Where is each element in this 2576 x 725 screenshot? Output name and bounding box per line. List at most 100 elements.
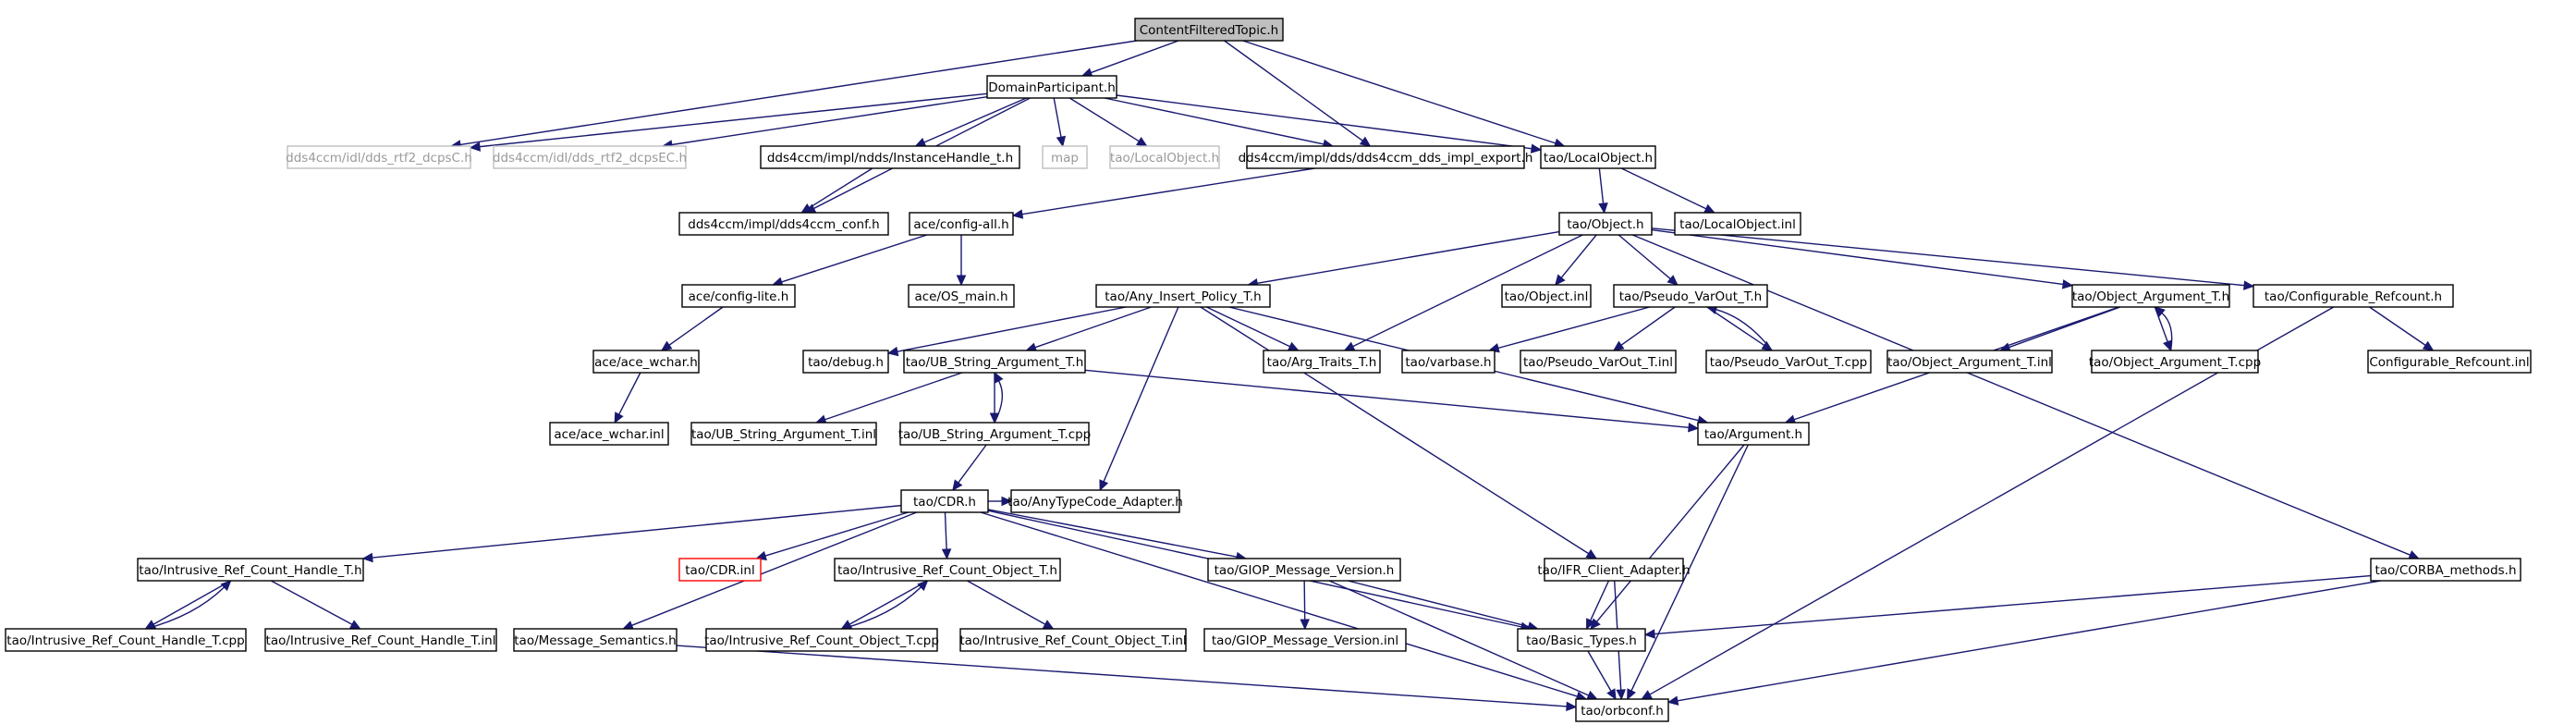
node-oa[interactable]: tao/Object_Argument_T.h — [2071, 284, 2230, 308]
edge-line — [1103, 306, 1179, 483]
node-box — [137, 558, 364, 582]
node-box — [1517, 628, 1646, 652]
node-pvo[interactable]: tao/Pseudo_VarOut_T.h — [1613, 284, 1768, 308]
node-gmv[interactable]: tao/GIOP_Message_Version.h — [1207, 558, 1401, 582]
node-oainl[interactable]: tao/Object_Argument_T.inl — [1886, 350, 2053, 374]
node-varbase[interactable]: tao/varbase.h — [1401, 350, 1496, 374]
node-cfgall[interactable]: ace/config-all.h — [909, 212, 1014, 236]
node-crinl[interactable]: Configurable_Refcount.inl — [2367, 350, 2532, 374]
edge-arrowhead — [1555, 274, 1566, 286]
node-cdr[interactable]: tao/CDR.h — [900, 489, 989, 513]
edge-dp-to-map — [1053, 97, 1067, 148]
node-oacpp[interactable]: tao/Object_Argument_T.cpp — [2089, 350, 2261, 374]
node-atr[interactable]: tao/Arg_Traits_T.h — [1263, 350, 1381, 374]
node-iroinl[interactable]: tao/Intrusive_Ref_Count_Object_T.inl — [959, 628, 1187, 652]
edge-line — [958, 444, 987, 484]
node-irocpp[interactable]: tao/Intrusive_Ref_Count_Object_T.cpp — [704, 628, 939, 652]
node-gmvinl[interactable]: tao/GIOP_Message_Version.inl — [1203, 628, 1407, 652]
node-atca[interactable]: tao/AnyTypeCode_Adapter.h — [1007, 489, 1183, 513]
node-wchar[interactable]: ace/ace_wchar.h — [592, 350, 700, 374]
node-label: tao/Object.inl — [1505, 289, 1589, 304]
node-wcharinl[interactable]: ace/ace_wchar.inl — [549, 422, 669, 446]
node-irco[interactable]: tao/Intrusive_Ref_Count_Object_T.h — [834, 558, 1061, 582]
node-irchinl[interactable]: tao/Intrusive_Ref_Count_Handle_T.inl — [264, 628, 497, 652]
node-label: tao/CDR.inl — [685, 563, 754, 578]
node-label: tao/Object.h — [1567, 217, 1643, 232]
edge-line — [1651, 227, 2245, 287]
node-root[interactable]: ContentFilteredTopic.h — [1134, 18, 1284, 42]
node-exp[interactable]: dds4ccm/impl/dds/dds4ccm_dds_impl_export… — [1239, 145, 1533, 169]
node-ifr[interactable]: tao/IFR_Client_Adapter.h — [1537, 558, 1691, 582]
edge-line — [1257, 230, 1560, 285]
node-box — [1575, 698, 1669, 722]
node-dp[interactable]: DomainParticipant.h — [986, 75, 1117, 99]
node-arg[interactable]: tao/Argument.h — [1697, 422, 1810, 446]
node-osmain[interactable]: ace/OS_main.h — [908, 284, 1015, 308]
node-cdrinl[interactable]: tao/CDR.inl — [678, 558, 762, 582]
nodes-layer: ContentFilteredTopic.hDomainParticipant.… — [5, 18, 2532, 722]
node-label: tao/LocalObject.h — [1544, 151, 1653, 166]
node-box — [513, 628, 678, 652]
edge-corba-to-bt — [1643, 574, 2372, 639]
edge-arrowhead — [1287, 341, 1300, 351]
node-box — [1263, 350, 1381, 374]
node-lo[interactable]: tao/LocalObject.h — [1540, 145, 1656, 169]
edges-layer — [144, 40, 2435, 712]
node-irchcpp[interactable]: tao/Intrusive_Ref_Count_Handle_T.cpp — [5, 628, 247, 652]
node-objinl[interactable]: tao/Object.inl — [1501, 284, 1592, 308]
edge-irco-to-iroinl — [967, 580, 1055, 630]
node-label: tao/IFR_Client_Adapter.h — [1537, 563, 1690, 578]
edge-aip-to-ifr — [1200, 306, 1598, 559]
node-box — [899, 422, 1090, 446]
edge-line — [1715, 308, 1773, 351]
edge-ifr-to-bt — [1586, 580, 1610, 631]
node-loinl[interactable]: tao/LocalObject.inl — [1674, 212, 1801, 236]
node-ubs[interactable]: tao/UB_String_Argument_T.h — [903, 350, 1086, 374]
edge-wchar-to-wcharinl — [614, 372, 641, 424]
edge-line — [459, 40, 1138, 146]
node-ms[interactable]: tao/Message_Semantics.h — [513, 628, 678, 652]
node-label: tao/Any_Insert_Policy_T.h — [1105, 289, 1261, 304]
node-label: ace/config-lite.h — [689, 289, 789, 304]
node-label: map — [1051, 151, 1079, 166]
edge-irocpp-to-irco — [841, 580, 929, 630]
node-ubsinl[interactable]: tao/UB_String_Argument_T.inl — [690, 422, 877, 446]
node-label: tao/Pseudo_VarOut_T.h — [1619, 289, 1762, 304]
node-conf[interactable]: dds4ccm/impl/dds4ccm_conf.h — [678, 212, 889, 236]
edge-line — [1034, 306, 1152, 349]
node-debug[interactable]: tao/debug.h — [802, 350, 889, 374]
node-box — [959, 628, 1187, 652]
edge-line — [1598, 167, 1605, 204]
node-irch[interactable]: tao/Intrusive_Ref_Count_Handle_T.h — [137, 558, 364, 582]
edge-line — [1328, 580, 1589, 696]
node-label: tao/CDR.h — [913, 495, 976, 510]
edge-gmv-to-gmvinl — [1300, 580, 1310, 631]
edge-arrowhead — [917, 580, 929, 592]
edge-arrowhead — [1598, 202, 1608, 215]
node-pvoinl[interactable]: tao/Pseudo_VarOut_T.inl — [1520, 350, 1677, 374]
node-ubscpp[interactable]: tao/UB_String_Argument_T.cpp — [898, 422, 1092, 446]
edge-line — [676, 645, 1568, 707]
edge-line — [764, 511, 909, 557]
edge-cdr-to-irco — [941, 511, 952, 560]
edge-aip-to-atr — [1206, 306, 1300, 351]
node-cfglite[interactable]: ace/config-lite.h — [681, 284, 796, 308]
edge-root-to-exp — [1224, 40, 1372, 147]
node-corba[interactable]: tao/CORBA_methods.h — [2370, 558, 2521, 582]
node-ih[interactable]: dds4ccm/impl/ndds/InstanceHandle_t.h — [760, 145, 1020, 169]
edge-line — [841, 586, 922, 630]
node-cr[interactable]: tao/Configurable_Refcount.h — [2252, 284, 2454, 308]
node-box — [1401, 350, 1496, 374]
edge-arrowhead — [1099, 479, 1109, 492]
node-box — [1705, 350, 1872, 374]
node-aip[interactable]: tao/Any_Insert_Policy_T.h — [1095, 284, 1271, 308]
node-box — [592, 350, 700, 374]
node-pvocpp[interactable]: tao/Pseudo_VarOut_T.cpp — [1705, 350, 1872, 374]
node-orbconf[interactable]: tao/orbconf.h — [1575, 698, 1669, 722]
node-label: tao/Object_Argument_T.cpp — [2089, 355, 2261, 370]
edge-arrowhead — [1359, 136, 1372, 147]
node-bt[interactable]: tao/Basic_Types.h — [1517, 628, 1646, 652]
edge-line — [1706, 306, 1765, 347]
node-obj[interactable]: tao/Object.h — [1558, 212, 1653, 236]
